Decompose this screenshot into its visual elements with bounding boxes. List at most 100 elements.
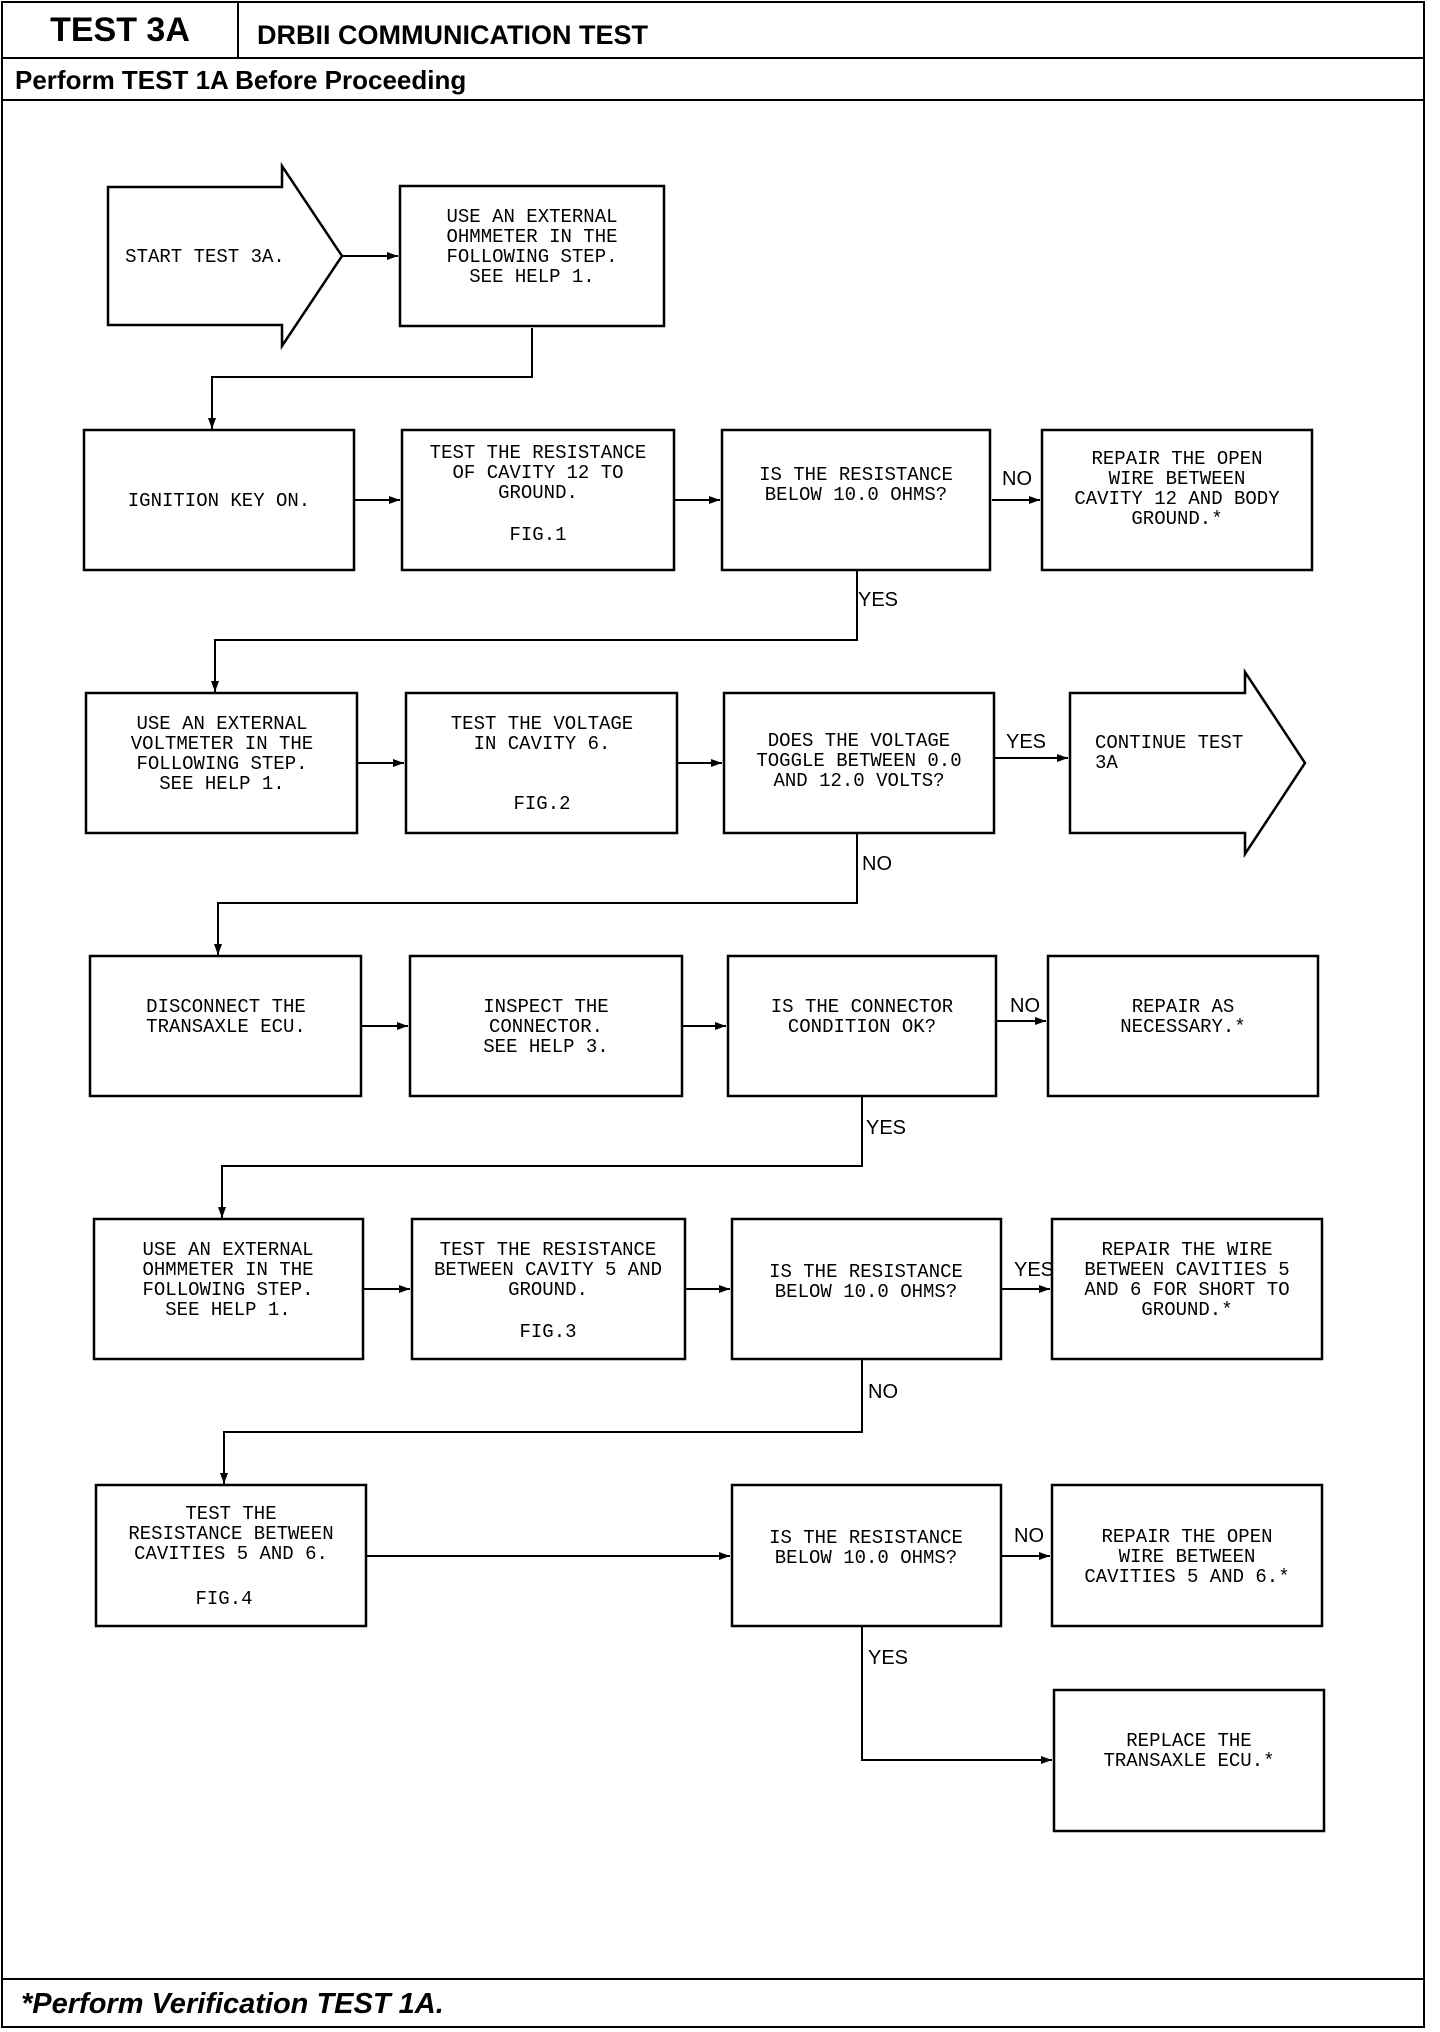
- fig1-label: FIG.1: [509, 524, 566, 546]
- start-text: START TEST 3A.: [125, 246, 285, 268]
- node-text-line: CAVITIES 5 AND 6.*: [1084, 1566, 1289, 1588]
- node-text-line: TEST THE RESISTANCE: [440, 1239, 657, 1261]
- node-text-line: IS THE CONNECTOR: [771, 996, 953, 1018]
- node-text-line: 3A: [1095, 752, 1118, 774]
- node-text-line: INSPECT THE: [483, 996, 608, 1018]
- question-toggle-box: [722, 691, 996, 835]
- node-text-line: CAVITY 12 AND BODY: [1074, 488, 1280, 510]
- node-text-line: DOES THE VOLTAGE: [768, 730, 950, 752]
- label-yes: YES: [866, 1117, 906, 1139]
- node-text-line: BELOW 10.0 OHMS?: [775, 1547, 957, 1569]
- header-row: TEST 3A DRBII COMMUNICATION TEST: [3, 3, 1425, 59]
- footer-note: *Perform Verification TEST 1A.: [3, 1978, 1425, 2026]
- node-text-line: USE AN EXTERNAL: [142, 1239, 313, 1261]
- repair-open-12-box: [1040, 428, 1314, 572]
- node-text-line: REPAIR AS: [1132, 996, 1235, 1018]
- fig4-label: FIG.4: [195, 1588, 252, 1610]
- disconnect-box: [88, 954, 363, 1098]
- node-text-line: START TEST 3A.: [125, 246, 285, 268]
- node-text-line: DISCONNECT THE: [146, 996, 306, 1018]
- label-yes: YES: [868, 1647, 908, 1669]
- fig3-label: FIG.3: [519, 1321, 576, 1343]
- node-text-line: CONDITION OK?: [788, 1016, 936, 1038]
- node-text-line: IS THE RESISTANCE: [759, 464, 953, 486]
- continue-arrow: [1068, 667, 1307, 859]
- repair-necessary-box: [1046, 954, 1320, 1098]
- node-text-line: TRANSAXLE ECU.: [146, 1016, 306, 1038]
- node-text-line: NECESSARY.*: [1120, 1016, 1245, 1038]
- test-cavities56-box: [94, 1483, 368, 1628]
- node-text-line: OF CAVITY 12 TO: [452, 462, 623, 484]
- connectors: [208, 252, 1068, 1764]
- node-text-line: OHMMETER IN THE: [142, 1259, 313, 1281]
- node-text-line: TEST THE VOLTAGE: [451, 713, 633, 735]
- label-yes: YES: [858, 589, 898, 611]
- arrow-yes-replace-ecu: [861, 1627, 1052, 1764]
- arrow-yes-ohm2: [218, 1097, 863, 1218]
- arrow-no-test-cav56: [220, 1360, 863, 1484]
- label-no: NO: [868, 1381, 898, 1403]
- node-text-line: GROUND.*: [1141, 1299, 1232, 1321]
- question-resistance-3-box: [730, 1483, 1003, 1628]
- arrow-yes-to-voltmeter: [211, 571, 858, 692]
- node-text-line: IN CAVITY 6.: [474, 733, 611, 755]
- arrow-ohm-to-ignition: [208, 328, 533, 429]
- start-arrow: [106, 161, 344, 351]
- node-text-line: TRANSAXLE ECU.*: [1103, 1750, 1274, 1772]
- label-yes: YES: [1006, 731, 1046, 753]
- replace-ecu-box: [1052, 1688, 1326, 1833]
- node-text-line: IS THE RESISTANCE: [769, 1261, 963, 1283]
- node-text-line: TEST THE RESISTANCE: [430, 442, 647, 464]
- node-text-line: GROUND.: [498, 482, 578, 504]
- label-yes: YES: [1014, 1259, 1054, 1281]
- node-text-line: CONNECTOR.: [489, 1016, 603, 1038]
- question-resistance-1-box: [720, 428, 992, 572]
- ohmmeter-step-box: [398, 184, 666, 328]
- arrow-no-disconnect: [214, 834, 858, 955]
- node-text-line: FOLLOWING STEP.: [136, 753, 307, 775]
- test-voltage-6-box: [404, 691, 679, 835]
- test-cavity5-box: [410, 1217, 687, 1361]
- node-text-line: IS THE RESISTANCE: [769, 1527, 963, 1549]
- branch-labels: NO YES YES NO NO YES YES NO NO YES: [858, 468, 1054, 1669]
- node-text-line: SEE HELP 3.: [483, 1036, 608, 1058]
- test-cavity12-box: [400, 428, 676, 572]
- test-name: DRBII COMMUNICATION TEST: [257, 20, 648, 50]
- node-text-line: USE AN EXTERNAL: [446, 206, 617, 228]
- question-resistance-2-box: [730, 1217, 1003, 1361]
- node-text-line: VOLTMETER IN THE: [131, 733, 313, 755]
- node-text-line: FOLLOWING STEP.: [142, 1279, 313, 1301]
- label-no: NO: [1014, 1525, 1044, 1547]
- label-no: NO: [1002, 468, 1032, 490]
- ignition-box: [82, 428, 356, 572]
- inspect-connector-box: [408, 954, 684, 1098]
- node-text-line: BETWEEN CAVITIES 5: [1084, 1259, 1289, 1281]
- ignition-text: IGNITION KEY ON.: [128, 490, 310, 512]
- node-text-line: BELOW 10.0 OHMS?: [775, 1281, 957, 1303]
- node-text-line: AND 6 FOR SHORT TO: [1084, 1279, 1289, 1301]
- node-text-line: CONTINUE TEST: [1095, 732, 1243, 754]
- node-text-line: FOLLOWING STEP.: [446, 246, 617, 268]
- repair-short-box: [1050, 1217, 1324, 1361]
- node-text-line: CAVITIES 5 AND 6.: [134, 1543, 328, 1565]
